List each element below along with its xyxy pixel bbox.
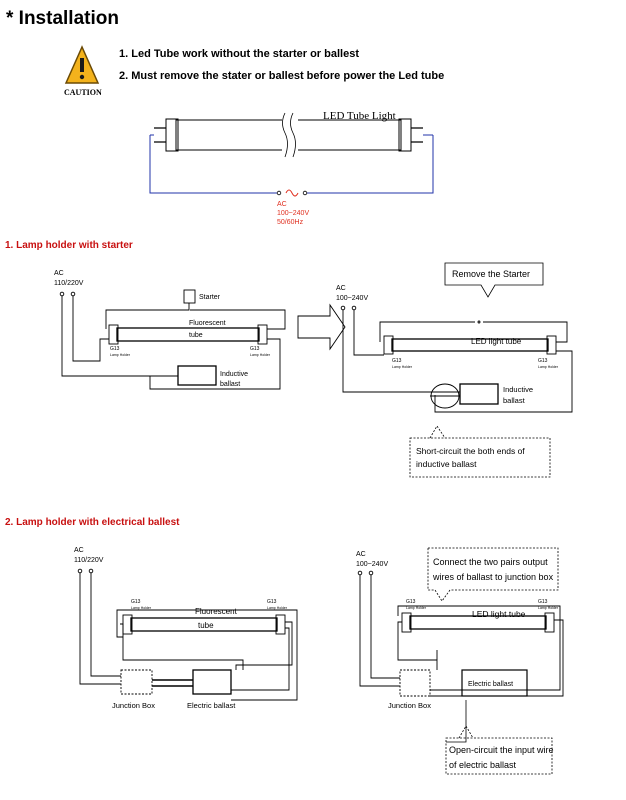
s1-before-holder-right-sub: Lamp Holder <box>250 353 271 357</box>
s2-after-holder-right-sub: Lamp Holder <box>538 606 559 610</box>
s1-after-ballast-1: Inductive <box>503 385 533 394</box>
s2-before-holder-right: G13 <box>267 599 277 605</box>
s1-before-ballast-1: Inductive <box>220 371 248 378</box>
s1-before-holder-left-sub: Lamp Holder <box>110 353 131 357</box>
overview-frequency: 50/60Hz <box>277 219 304 226</box>
s1-before-ballast-2: ballast <box>220 381 240 388</box>
s2-after-holder-left: G13 <box>406 599 416 605</box>
s2-before-ballast: Electric ballast <box>187 701 236 710</box>
s1-after-callout-short-1: Short-circuit the both ends of <box>416 446 525 456</box>
section2-title: 2. Lamp holder with electrical ballest <box>5 517 180 528</box>
s2-before-tube-2: tube <box>198 621 214 630</box>
starter-before-diagram <box>59 289 286 390</box>
overview-tube-label: LED Tube Light <box>323 110 396 122</box>
overview-ac-label: AC <box>277 201 287 208</box>
s1-before-voltage: 110/220V <box>54 280 84 287</box>
s1-before-tube-2: tube <box>189 332 203 339</box>
s2-after-voltage: 100~240V <box>356 561 388 568</box>
s1-after-callout-short-2: inductive ballast <box>416 459 477 469</box>
s2-before-ac: AC <box>74 547 84 554</box>
s2-after-callout-open-2: of electric ballast <box>449 760 517 770</box>
s2-after-callout-connect-2: wires of ballast to junction box <box>432 572 554 582</box>
overview-voltage: 100~240V <box>277 210 309 217</box>
s1-before-holder-left: G13 <box>110 346 120 352</box>
starter-after-diagram <box>340 262 573 478</box>
s1-after-holder-left-sub: Lamp Holder <box>392 365 413 369</box>
s1-before-ac: AC <box>54 270 64 277</box>
ballast-before-diagram <box>77 568 298 701</box>
s1-before-tube-1: Fluorescent <box>189 320 226 327</box>
warning-triangle-icon <box>64 45 100 84</box>
s2-before-holder-right-sub: Lamp Holder <box>267 606 288 610</box>
page-title: * Installation <box>6 8 119 29</box>
s1-before-starter: Starter <box>199 294 221 301</box>
s1-after-voltage: 100~240V <box>336 295 368 302</box>
s1-after-ballast-2: ballast <box>503 396 526 405</box>
caution-note-1: 1. Led Tube work without the starter or … <box>119 48 359 60</box>
s2-after-callout-connect-1: Connect the two pairs output <box>433 557 548 567</box>
s2-before-holder-left: G13 <box>131 599 141 605</box>
s1-after-holder-right-sub: Lamp Holder <box>538 365 559 369</box>
ballast-after-diagram <box>357 547 564 775</box>
s2-after-callout-open-1: Open-circuit the input wire <box>449 745 554 755</box>
s1-after-callout-remove: Remove the Starter <box>452 269 530 279</box>
caution-label: CAUTION <box>64 88 102 97</box>
s1-after-holder-right: G13 <box>538 358 548 364</box>
s2-after-holder-left-sub: Lamp Holder <box>406 606 427 610</box>
caution-note-2: 2. Must remove the stater or ballest bef… <box>119 70 445 82</box>
section1-title: 1. Lamp holder with starter <box>5 240 133 251</box>
s2-before-junction: Junction Box <box>112 701 155 710</box>
s2-after-ballast: Electric ballast <box>468 681 513 688</box>
s2-before-tube-1: Fluorescent <box>195 607 238 616</box>
s2-after-junction: Junction Box <box>388 701 431 710</box>
s1-after-ac: AC <box>336 285 346 292</box>
s2-after-holder-right: G13 <box>538 599 548 605</box>
overview-diagram <box>149 112 434 197</box>
s1-after-tube: LED light tube <box>471 337 522 346</box>
transition-arrow <box>297 303 346 351</box>
s2-before-voltage: 110/220V <box>74 557 104 564</box>
s2-after-ac: AC <box>356 551 366 558</box>
s1-after-holder-left: G13 <box>392 358 402 364</box>
s2-after-tube: LED light tube <box>472 609 526 619</box>
s1-before-holder-right: G13 <box>250 346 260 352</box>
s2-before-holder-left-sub: Lamp Holder <box>131 606 152 610</box>
